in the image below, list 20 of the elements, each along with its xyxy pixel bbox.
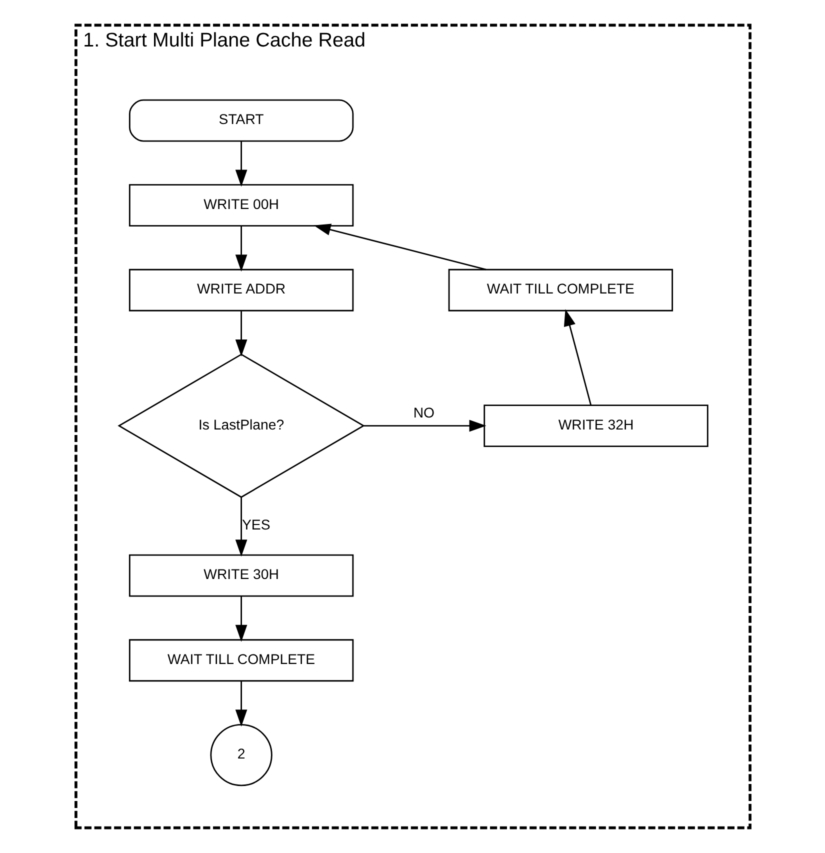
node-box: WAIT TILL COMPLETE: [128, 639, 354, 682]
arrow: [363, 420, 486, 432]
arrow: [234, 141, 247, 187]
node-box: WRITE 32H: [483, 404, 708, 447]
node-box: WRITE ADDR: [128, 268, 354, 312]
arrow: [234, 226, 247, 272]
arrow: [234, 596, 247, 642]
node-box: WRITE 00H: [128, 184, 354, 227]
arrow: [234, 311, 247, 357]
arrow: [234, 497, 247, 557]
arrow: [563, 309, 592, 406]
arrow: [313, 224, 486, 270]
node-circle: 2: [210, 724, 272, 786]
arrow: [234, 681, 247, 727]
node-box: WAIT TILL COMPLETE: [448, 268, 673, 312]
node-box: START: [128, 99, 354, 142]
node-box: WRITE 30H: [128, 554, 354, 597]
edge-label: YES: [242, 516, 270, 533]
node-diamond: Is LastPlane?: [117, 354, 364, 498]
edge-label: NO: [412, 404, 434, 420]
